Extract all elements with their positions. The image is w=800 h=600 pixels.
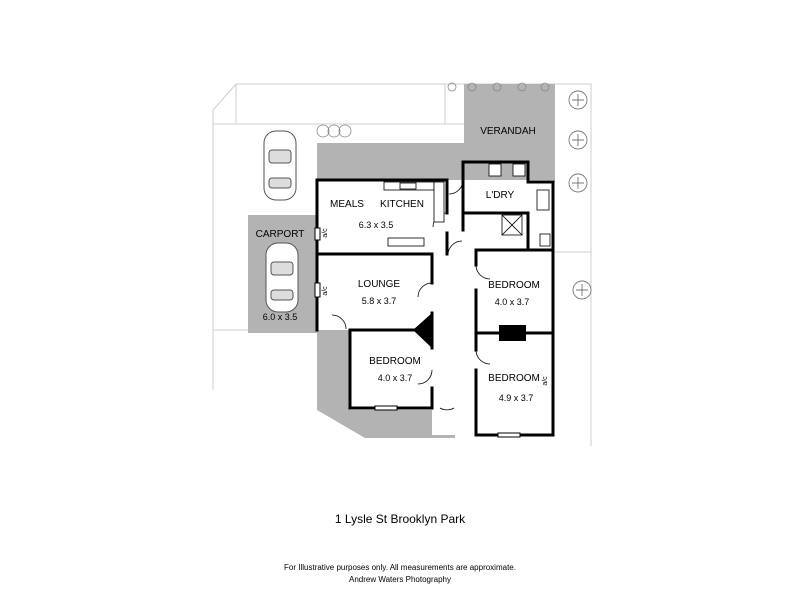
room-dims-kitchen: 6.3 x 3.5	[359, 220, 394, 230]
kitchen-bench	[383, 181, 445, 247]
room-label-kitchen: KITCHEN	[380, 199, 424, 210]
fireplace-icon	[413, 313, 526, 348]
room-label-lounge: LOUNGE	[358, 279, 401, 290]
room-label-bedroom-se: BEDROOM	[488, 373, 540, 384]
laundry-fixtures	[488, 163, 551, 247]
car-icon	[265, 242, 299, 313]
room-label-meals: MEALS	[330, 199, 364, 210]
ac-label: a/c	[322, 228, 329, 238]
ac-label: a/c	[322, 286, 329, 296]
door-swings	[331, 179, 491, 411]
paving	[248, 84, 555, 438]
photographer-credit: Andrew Waters Photography	[349, 575, 451, 584]
room-dims-bedroom-ne: 4.0 x 3.7	[495, 297, 530, 307]
room-dims-carport: 6.0 x 3.5	[263, 312, 298, 322]
room-dims-bedroom-se: 4.9 x 3.7	[499, 393, 534, 403]
room-dims-lounge: 5.8 x 3.7	[362, 296, 397, 306]
property-address: 1 Lysle St Brooklyn Park	[334, 512, 466, 526]
room-dims-bedroom-sw: 4.0 x 3.7	[378, 373, 413, 383]
room-label-carport: CARPORT	[256, 229, 305, 240]
windows	[314, 227, 521, 438]
car-icon	[263, 130, 297, 201]
shrub-icon	[316, 82, 550, 138]
ac-label: a/c	[542, 376, 549, 386]
room-label-bedroom-ne: BEDROOM	[488, 280, 540, 291]
room-label-bedroom-sw: BEDROOM	[369, 356, 421, 367]
tree-icon	[568, 90, 592, 300]
disclaimer-text: For Illustrative purposes only. All meas…	[284, 563, 516, 572]
room-label-verandah: VERANDAH	[480, 126, 536, 137]
room-label-laundry: L'DRY	[486, 190, 515, 201]
